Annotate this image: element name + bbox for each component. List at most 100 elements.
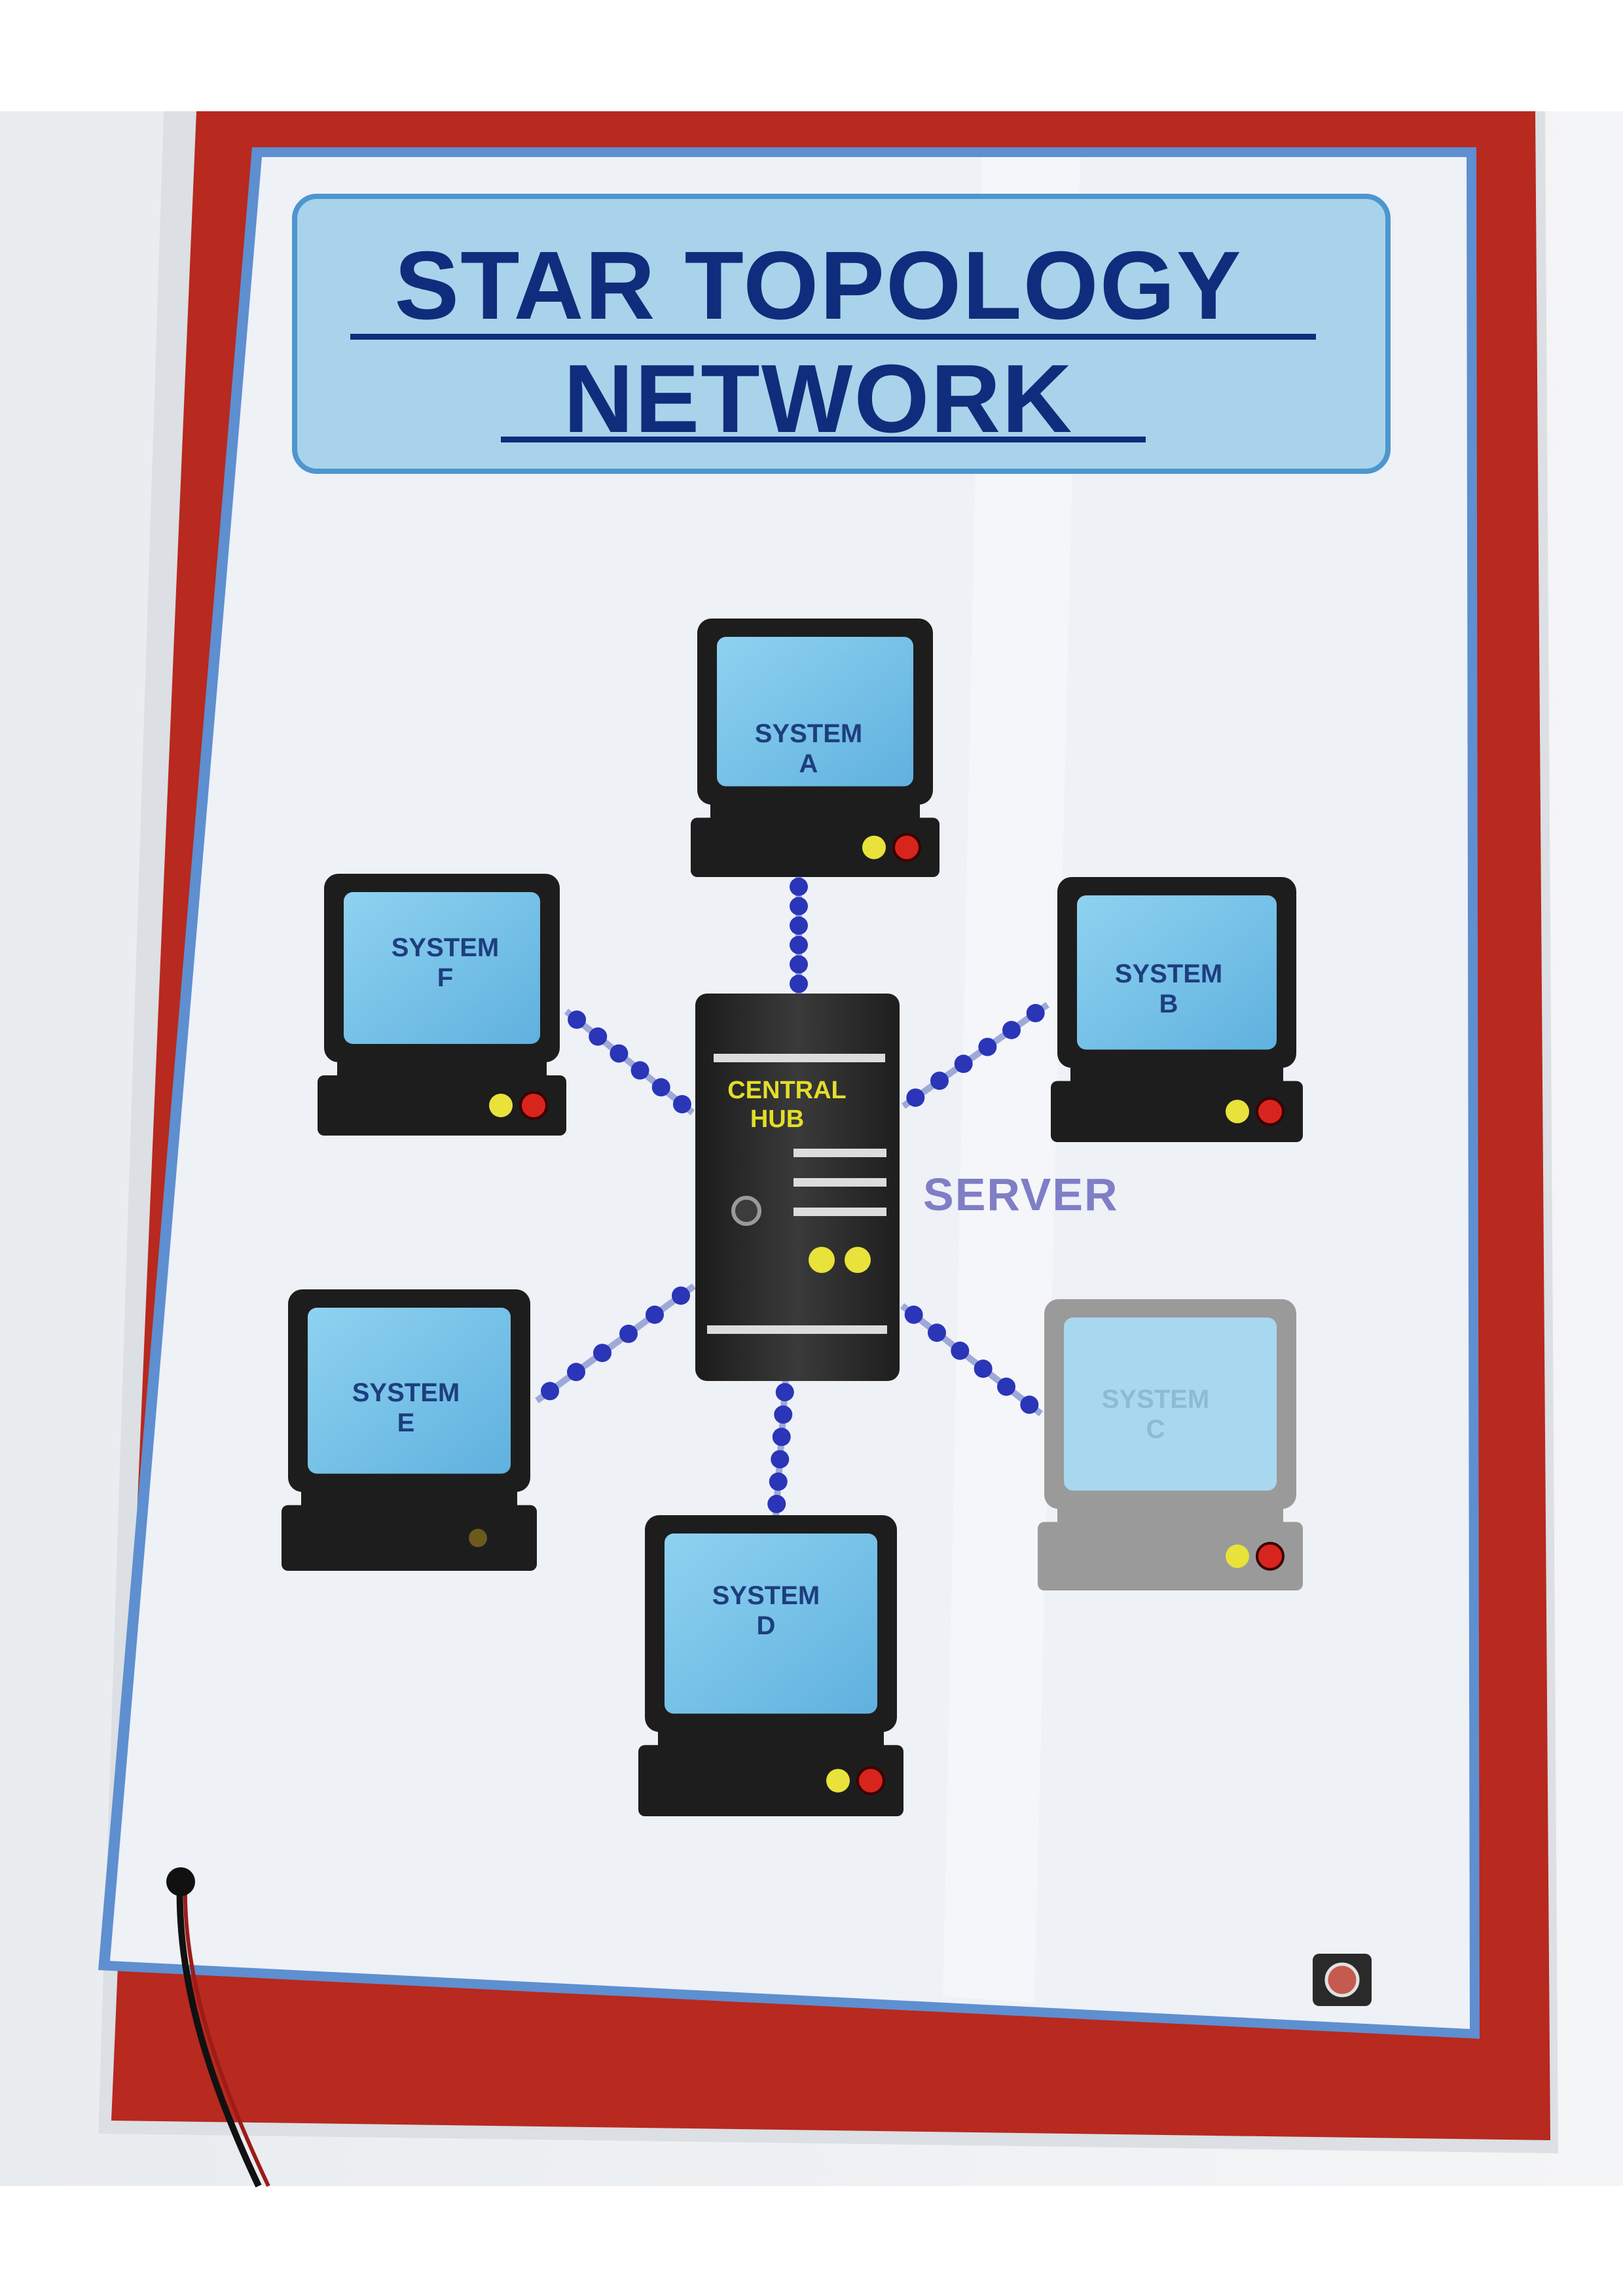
monitor-system-f-base xyxy=(318,1075,566,1136)
hub-label-line2: HUB xyxy=(750,1105,805,1133)
cable-system-a-bead xyxy=(790,955,808,974)
cable-system-a xyxy=(790,877,808,994)
monitor-system-e-neck xyxy=(301,1490,517,1507)
hub-label: CENTRAL HUB xyxy=(708,1077,866,1134)
power-switch-knob xyxy=(1324,1962,1360,1998)
monitor-system-e-led-off xyxy=(469,1528,487,1547)
system-c-label-line1: SYSTEM xyxy=(1101,1385,1210,1414)
cable-system-c xyxy=(900,1303,1044,1416)
power-switch xyxy=(1313,1954,1372,2006)
cable-system-e xyxy=(535,1283,696,1404)
system-f-label: SYSTEM F xyxy=(354,933,537,993)
cable-system-b-bead xyxy=(1026,1003,1045,1022)
monitor-system-d-led-red xyxy=(856,1766,885,1795)
cable-system-a-bead xyxy=(790,877,808,896)
power-cable-socket xyxy=(166,1867,195,1896)
cable-system-f-bead xyxy=(589,1027,608,1046)
monitor-system-a xyxy=(691,619,939,877)
cable-system-e-bead xyxy=(593,1344,611,1363)
system-f-label-line1: SYSTEM xyxy=(391,933,500,962)
cable-system-b-wire xyxy=(902,1001,1049,1109)
cable-system-a-bead xyxy=(790,916,808,935)
system-b-label-line1: SYSTEM xyxy=(1114,960,1223,988)
power-cable-red xyxy=(183,1884,270,2187)
cable-system-d-bead xyxy=(767,1494,786,1513)
cable-system-f-bead xyxy=(651,1078,670,1097)
system-b-label: SYSTEM B xyxy=(1077,959,1260,1019)
monitor-system-e-base xyxy=(282,1505,537,1571)
cable-system-d-bead xyxy=(774,1405,793,1424)
monitor-system-b-led-yellow xyxy=(1226,1100,1249,1124)
cable-system-d-bead xyxy=(775,1383,794,1402)
cable-system-a-bead xyxy=(790,897,808,916)
cable-system-f-bead xyxy=(610,1044,629,1063)
monitor-system-e xyxy=(282,1289,537,1571)
system-e-label-line1: SYSTEM xyxy=(352,1378,460,1407)
monitor-system-c-led-yellow xyxy=(1226,1544,1249,1568)
cable-system-f-wire xyxy=(564,1009,695,1115)
hub-vent-2 xyxy=(793,1178,886,1187)
cable-system-b-bead xyxy=(930,1071,949,1090)
system-d-label: SYSTEM D xyxy=(674,1581,858,1641)
central-hub xyxy=(695,994,900,1381)
cable-system-f xyxy=(564,1009,695,1115)
cable-system-b-bead xyxy=(906,1088,925,1107)
hub-led-2 xyxy=(845,1247,871,1273)
cable-system-f-bead xyxy=(630,1061,649,1080)
monitor-system-f-neck xyxy=(337,1061,547,1077)
cable-system-d-bead xyxy=(771,1450,790,1469)
hub-vent-3 xyxy=(793,1208,886,1216)
monitor-system-b xyxy=(1051,877,1303,1142)
monitor-system-b-neck xyxy=(1070,1066,1283,1083)
cable-system-a-bead xyxy=(790,935,808,954)
hub-led-1 xyxy=(809,1247,835,1273)
cable-system-f-bead xyxy=(672,1095,691,1114)
monitor-system-d-screen xyxy=(665,1534,877,1714)
power-cable xyxy=(176,1878,262,2188)
system-c-label-line2: C xyxy=(1146,1415,1165,1444)
cable-system-c-wire xyxy=(900,1303,1044,1416)
hub-body xyxy=(695,994,900,1381)
monitor-system-d xyxy=(638,1515,903,1816)
system-e-label: SYSTEM E xyxy=(314,1378,498,1438)
hub-label-line1: CENTRAL xyxy=(727,1077,847,1104)
monitor-system-a-neck xyxy=(710,803,920,819)
monitor-system-a-led-yellow xyxy=(862,835,886,859)
cable-system-c-bead xyxy=(928,1323,946,1342)
monitor-system-a-base xyxy=(691,817,939,877)
monitor-system-c-screen xyxy=(1064,1318,1277,1491)
monitor-system-c-base xyxy=(1038,1522,1303,1590)
monitor-system-f-led-yellow xyxy=(489,1094,513,1117)
system-f-label-line2: F xyxy=(437,963,454,992)
system-b-label-line2: B xyxy=(1159,990,1178,1018)
cable-system-c-bead xyxy=(951,1341,970,1360)
cable-system-e-bead xyxy=(672,1286,690,1305)
cable-system-b-bead xyxy=(1002,1020,1021,1039)
monitor-system-f-screen xyxy=(344,892,540,1044)
cable-system-e-wire xyxy=(535,1283,696,1404)
title-underline-1 xyxy=(350,334,1316,340)
monitor-system-d-base xyxy=(638,1745,903,1816)
monitor-system-c-neck xyxy=(1057,1507,1283,1524)
system-e-label-line2: E xyxy=(397,1408,415,1437)
monitor-system-f xyxy=(318,874,566,1136)
system-d-label-line1: SYSTEM xyxy=(712,1581,820,1610)
cable-system-b xyxy=(902,1001,1049,1109)
monitor-system-b-base xyxy=(1051,1081,1303,1142)
cable-system-e-bead xyxy=(567,1363,585,1382)
cable-system-a-bead xyxy=(790,975,808,994)
cable-system-c-bead xyxy=(904,1305,923,1324)
cable-system-f-bead xyxy=(568,1010,587,1029)
cable-system-d-wire xyxy=(773,1380,789,1516)
monitor-system-b-led-red xyxy=(1256,1097,1285,1126)
hub-stripe-top xyxy=(714,1054,885,1062)
network-cables xyxy=(535,877,1049,1516)
monitor-system-d-led-yellow xyxy=(826,1768,850,1793)
monitor-system-b-screen xyxy=(1077,895,1277,1050)
system-monitors xyxy=(282,619,1303,1816)
system-d-label-line2: D xyxy=(756,1611,776,1640)
cable-system-c-bead xyxy=(974,1359,993,1378)
cable-system-c-bead xyxy=(1020,1395,1039,1414)
cable-system-e-bead xyxy=(619,1324,638,1343)
title-line-1: STAR TOPOLOGY xyxy=(394,232,1243,340)
